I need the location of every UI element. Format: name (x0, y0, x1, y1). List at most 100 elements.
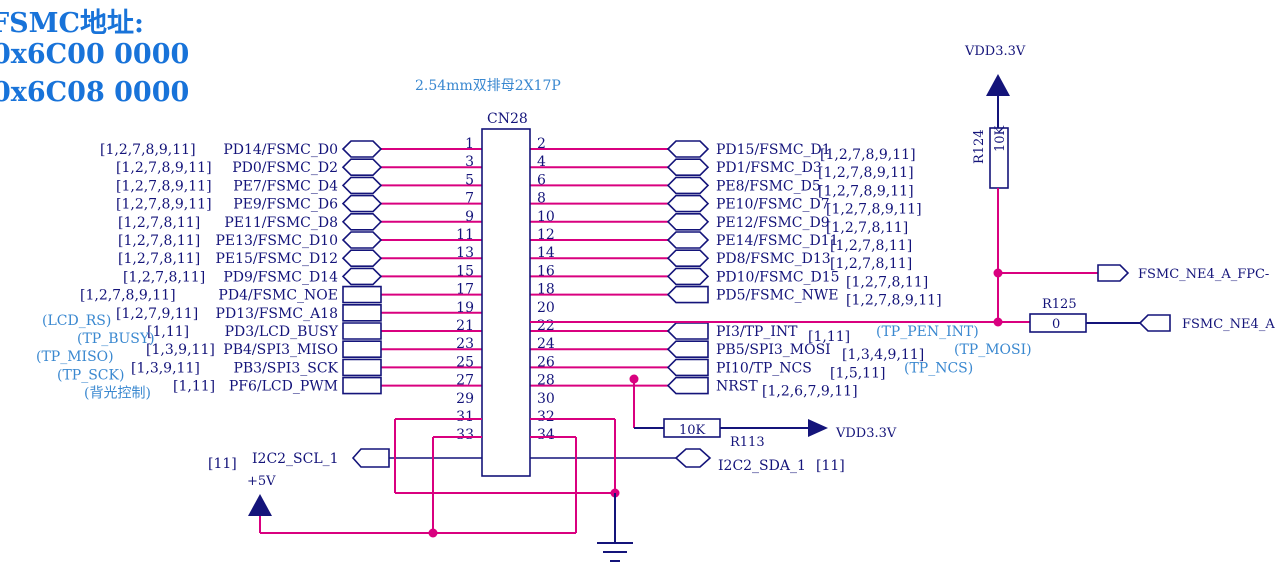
port-right-24 (666, 340, 709, 359)
ref-list-left-17: [1,2,7,8,9,11] (80, 288, 176, 304)
net-label-left-21: PD3/LCD_BUSY (225, 324, 339, 340)
ref-list-left-11: [1,2,7,8,11] (118, 233, 200, 249)
connector-description: 2.54mm双排母2X17P (415, 78, 561, 94)
note-left-21: (TP_BUSY) (77, 331, 155, 347)
ref-list-right-2: [1,2,7,8,9,11] (820, 147, 916, 163)
net-label-left-15: PD9/FSMC_D14 (223, 269, 338, 285)
ref-list-left-13: [1,2,7,8,11] (118, 251, 200, 267)
net-label-right-26: PI10/TP_NCS (716, 360, 812, 376)
net-label-left-17: PD4/FSMC_NOE (218, 288, 338, 304)
pin-number-14: 14 (537, 245, 555, 261)
r113-vdd-label: VDD3.3V (835, 426, 897, 441)
net-label-left-19: PD13/FSMC_A18 (216, 306, 338, 322)
pin-number-9: 9 (465, 209, 474, 225)
r113-vdd-arrow (808, 419, 828, 437)
net-label-right-34: I2C2_SDA_1 (718, 458, 806, 474)
pin-number-5: 5 (465, 172, 474, 188)
net-label-right-18: PD5/FSMC_NWE (716, 288, 838, 304)
r124-ref: R124 (972, 129, 987, 164)
ref-list-left-25: [1,3,9,11] (131, 360, 200, 376)
ref-list-right-26: [1,5,11] (830, 365, 885, 381)
ref-list-right-18: [1,2,7,8,9,11] (846, 293, 942, 309)
port-right-6 (666, 176, 710, 195)
pin-number-22: 22 (537, 318, 555, 334)
pin-number-7: 7 (465, 191, 474, 207)
pin-number-15: 15 (456, 263, 474, 279)
pin-number-13: 13 (456, 245, 474, 261)
fsmc-address-title: FSMC地址: (0, 8, 144, 39)
fpc-port (1097, 264, 1130, 282)
note-left-23: (TP_MISO) (36, 349, 114, 365)
pin-number-30: 30 (537, 391, 555, 407)
port-right-34 (674, 448, 712, 468)
port-left-27 (342, 376, 382, 395)
ref-list-left-21: [1,11] (147, 324, 189, 340)
pin-number-17: 17 (456, 282, 474, 298)
port-left-7 (341, 194, 383, 213)
pin-number-4: 4 (537, 154, 546, 170)
port-left-33 (351, 448, 390, 468)
junction-5v (428, 528, 438, 538)
pin-number-27: 27 (456, 373, 474, 389)
net-label-right-12: PE14/FSMC_D11 (716, 233, 839, 249)
note-left-27: (背光控制) (84, 386, 151, 402)
net-label-right-14: PD8/FSMC_D13 (716, 251, 831, 267)
junction-r113 (629, 374, 639, 384)
pin-number-26: 26 (537, 354, 555, 370)
5v-arrow (248, 494, 272, 516)
r124-value: 10K (993, 125, 1008, 152)
ref-list-left-27: [1,11] (173, 379, 215, 395)
net-label-left-25: PB3/SPI3_SCK (233, 360, 338, 376)
net-label-right-24: PB5/SPI3_MOSI (716, 342, 831, 358)
ne4-port (1138, 314, 1171, 332)
port-left-9 (341, 213, 383, 231)
port-left-25 (342, 358, 382, 377)
net-label-left-11: PE13/FSMC_D10 (215, 233, 338, 249)
pin-number-2: 2 (537, 136, 546, 152)
note-right-26: (TP_NCS) (904, 360, 973, 376)
net-label-left-3: PD0/FSMC_D2 (232, 160, 338, 176)
net-label-left-1: PD14/FSMC_D0 (223, 142, 338, 158)
port-right-12 (666, 231, 710, 249)
note-left-25: (TP_SCK) (57, 367, 124, 383)
net-label-right-6: PE8/FSMC_D5 (716, 178, 821, 194)
net-label-right-22: PI3/TP_INT (716, 324, 798, 340)
pin-number-31: 31 (456, 409, 474, 425)
pin-number-20: 20 (537, 300, 555, 316)
net-label-right-2: PD15/FSMC_D1 (716, 142, 831, 158)
pin-number-18: 18 (537, 282, 555, 298)
net-label-left-27: PF6/LCD_PWM (229, 379, 338, 395)
pin-number-24: 24 (537, 336, 555, 352)
fsmc-address-1: 0x6C00 0000 (0, 39, 189, 70)
port-right-18 (666, 285, 709, 304)
ref-list-right-4: [1,2,7,8,9,11] (818, 165, 914, 181)
net-label-left-9: PE11/FSMC_D8 (224, 215, 338, 231)
pin-number-28: 28 (537, 373, 555, 389)
ref-list-left-15: [1,2,7,8,11] (123, 269, 205, 285)
port-right-28 (666, 376, 709, 395)
ref-list-left-7: [1,2,7,8,9,11] (116, 197, 212, 213)
pin-number-10: 10 (537, 209, 555, 225)
pin-number-32: 32 (537, 409, 555, 425)
ref-list-right-28: [1,2,6,7,9,11] (762, 384, 858, 400)
net-label-left-5: PE7/FSMC_D4 (233, 178, 338, 194)
pin-number-6: 6 (537, 172, 546, 188)
connector-pin-rows: PD14/FSMC_D0[1,2,7,8,9,11]1PD0/FSMC_D2[1… (36, 136, 1032, 474)
pin-number-12: 12 (537, 227, 555, 243)
port-left-13 (341, 249, 383, 268)
vdd-top-arrow (986, 74, 1010, 96)
pin-number-8: 8 (537, 191, 546, 207)
port-right-22 (666, 322, 709, 340)
net-label-right-28: NRST (716, 379, 758, 395)
port-right-14 (666, 249, 710, 268)
ref-list-left-19: [1,2,7,9,11] (116, 306, 198, 322)
ref-list-right-6: [1,2,7,8,9,11] (818, 183, 914, 199)
port-left-23 (342, 340, 382, 359)
ne4-net-label: FSMC_NE4_A (1182, 317, 1275, 332)
junction-fpc (993, 268, 1003, 278)
net-label-right-10: PE12/FSMC_D9 (716, 215, 830, 231)
port-left-11 (341, 231, 383, 249)
fsmc-address-2: 0x6C08 0000 (0, 77, 189, 108)
ref-list-right-34: [11] (816, 458, 845, 474)
